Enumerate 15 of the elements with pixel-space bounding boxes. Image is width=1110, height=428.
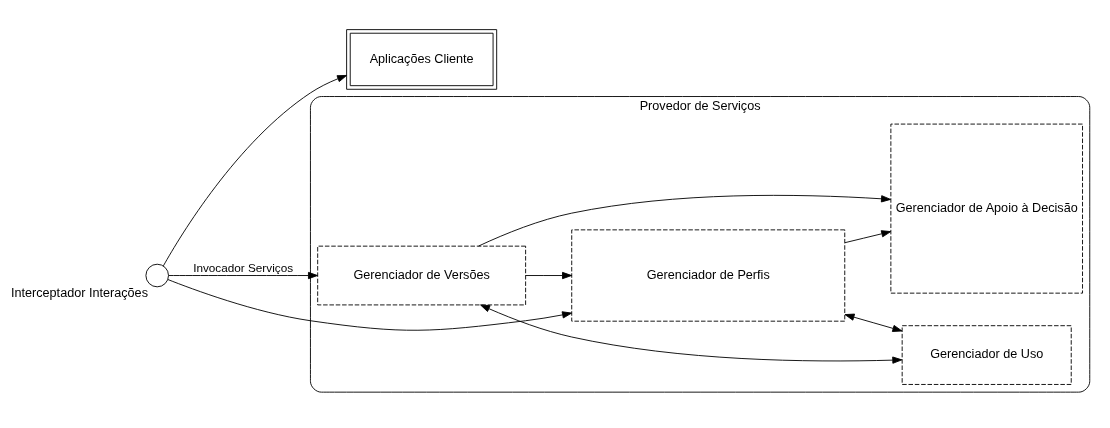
arrow — [162, 74, 347, 266]
node-box: Gerenciador de Perfis — [571, 228, 846, 322]
edge-label: Invocador Serviços — [193, 260, 294, 274]
arrow — [478, 194, 891, 246]
node-box: Gerenciador de Versões — [317, 245, 527, 305]
arrow — [167, 278, 573, 331]
arrow — [844, 229, 892, 243]
arrow — [844, 313, 903, 332]
arrow — [480, 304, 903, 364]
node-circle — [145, 263, 169, 287]
node-label: Interceptador Interações — [10, 285, 148, 300]
arrow — [525, 271, 572, 279]
node-box: Gerenciador de Uso — [901, 324, 1072, 385]
node-box: Gerenciador de Apoio à Decisão — [890, 123, 1083, 294]
arrow — [168, 271, 318, 279]
